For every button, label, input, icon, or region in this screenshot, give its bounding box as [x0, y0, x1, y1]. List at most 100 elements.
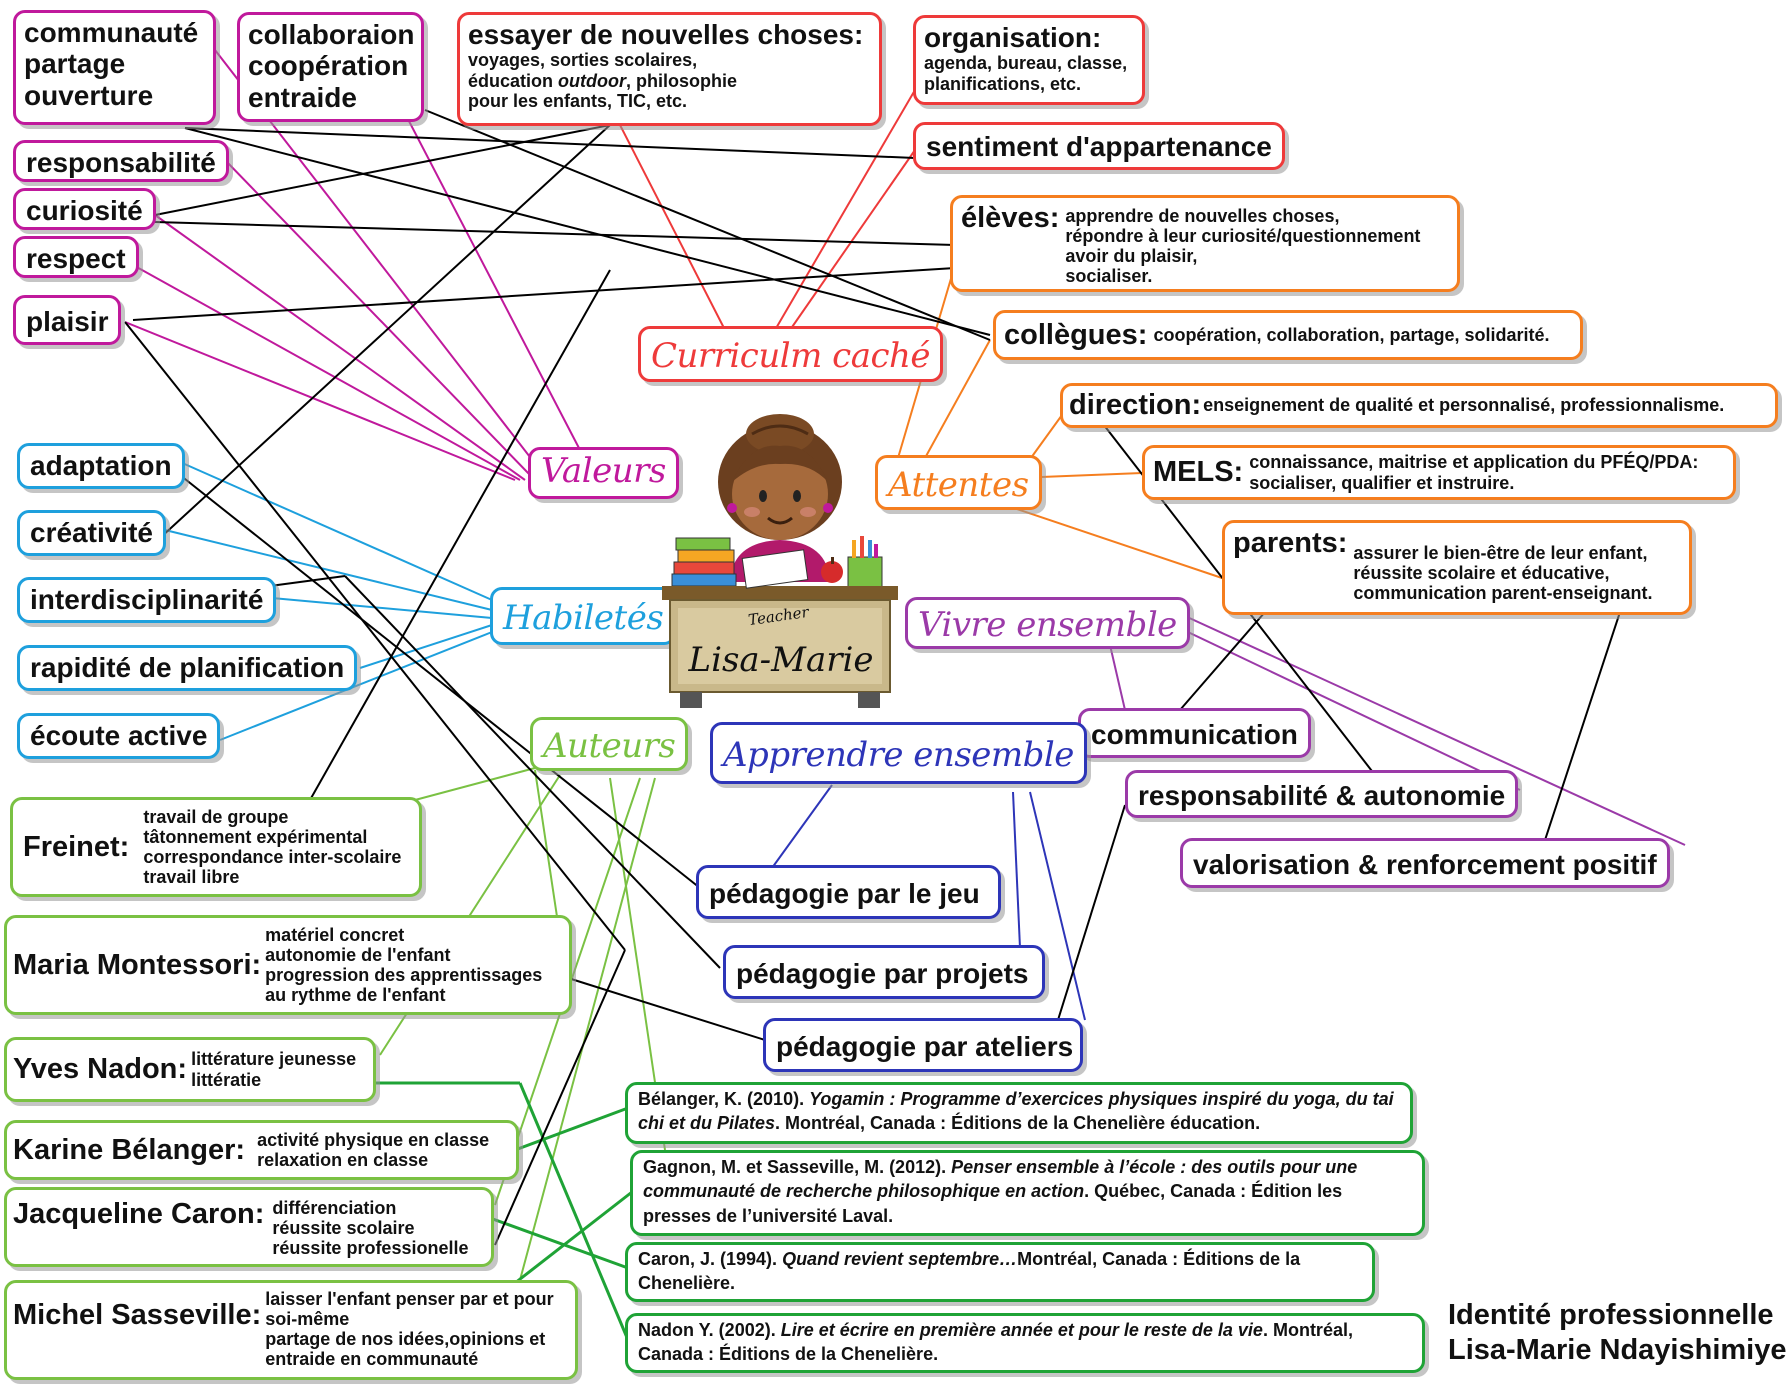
- caron-line: réussite scolaire: [272, 1218, 415, 1239]
- valeur-respect: respect: [13, 236, 139, 278]
- freinet-line: tâtonnement expérimental: [143, 826, 368, 847]
- auteurs-category: Auteurs: [530, 717, 689, 771]
- parents-label: parents:: [1233, 527, 1348, 559]
- curriculum-category: Curriculm caché: [638, 326, 944, 382]
- freinet-label: Freinet:: [23, 830, 130, 863]
- parents-line: communication parent-enseignant.: [1353, 583, 1653, 604]
- belanger-line: relaxation en classe: [257, 1150, 429, 1170]
- essayer-line2: éducation outdoor, philosophie: [468, 70, 737, 91]
- freinet-line: correspondance inter-scolaire: [143, 847, 402, 867]
- caron-label: Jacqueline Caron:: [13, 1198, 265, 1230]
- valeur-collaboration-box: collaboraion coopération entraide: [237, 12, 424, 122]
- vivre-responsabilite: responsabilité & autonomie: [1125, 770, 1519, 818]
- habiletes-connectors: [164, 461, 493, 741]
- nadon-box: Yves Nadon: littérature jeunesse littéra…: [4, 1037, 376, 1102]
- mels-label: MELS:: [1153, 456, 1244, 489]
- essayer-title: essayer de nouvelles choses:: [468, 19, 864, 50]
- sasseville-line: soi-même: [265, 1309, 350, 1330]
- valeur-entraide: entraide: [248, 81, 357, 113]
- freinet-line: travail de groupe: [143, 806, 289, 827]
- habilete-ecoute: écoute active: [17, 713, 221, 759]
- montessori-line: matériel concret: [265, 924, 405, 945]
- reference-belanger: Bélanger, K. (2010). Yogamin : Programme…: [625, 1082, 1413, 1144]
- direction-box: direction: enseignement de qualité et pe…: [1060, 383, 1778, 428]
- valeur-curiosite: curiosité: [13, 188, 156, 230]
- apprendre-connectors: [771, 784, 1086, 1021]
- belanger-line: activité physique en classe: [257, 1129, 490, 1150]
- eleves-line: socialiser.: [1065, 266, 1153, 287]
- reference-caron: Caron, J. (1994). Quand revient septembr…: [625, 1242, 1375, 1302]
- parents-line: assurer le bien-être de leur enfant,: [1353, 543, 1648, 563]
- apprendre-category: Apprendre ensemble: [710, 722, 1087, 784]
- caron-line: différenciation: [272, 1198, 397, 1218]
- montessori-label: Maria Montessori:: [13, 948, 262, 981]
- habilete-rapidite: rapidité de planification: [17, 645, 358, 691]
- attentes-category: Attentes: [875, 455, 1042, 510]
- reference-gagnon-sasseville: Gagnon, M. et Sasseville, M. (2012). Pen…: [630, 1150, 1425, 1236]
- vivre-valorisation: valorisation & renforcement positif: [1180, 838, 1670, 888]
- organisation-box: organisation: agenda, bureau, classe, pl…: [913, 15, 1145, 105]
- valeur-communaute-box: communauté partage ouverture: [13, 10, 216, 125]
- eleves-line: répondre à leur curiosité/questionnement: [1065, 226, 1421, 247]
- caron-line: réussite professionelle: [272, 1238, 469, 1259]
- montessori-line: au rythme de l'enfant: [265, 985, 446, 1006]
- direction-text: enseignement de qualité et personnalisé,…: [1203, 395, 1725, 416]
- sasseville-label: Michel Sasseville:: [13, 1299, 262, 1331]
- curriculum-connectors: [619, 89, 916, 331]
- habiletes-category: Habiletés: [490, 587, 677, 645]
- teacher-name: Lisa-Marie: [688, 640, 874, 680]
- mels-box: MELS: connaissance, maitrise et applicat…: [1142, 445, 1736, 500]
- sentiment-appartenance: sentiment d'appartenance: [913, 122, 1285, 170]
- valeur-partage: partage: [24, 48, 126, 80]
- pedagogie-jeu: pédagogie par le jeu: [696, 865, 1001, 919]
- vivre-category: Vivre ensemble: [905, 597, 1190, 649]
- pedagogie-projets: pédagogie par projets: [723, 945, 1045, 999]
- montessori-box: Maria Montessori: matériel concret auton…: [4, 915, 572, 1015]
- habilete-interdisciplinarite: interdisciplinarité: [17, 577, 277, 623]
- valeur-communaute: communauté: [24, 17, 199, 48]
- nadon-label: Yves Nadon:: [13, 1053, 188, 1086]
- sasseville-box: Michel Sasseville: laisser l'enfant pens…: [4, 1280, 578, 1380]
- organisation-line1: agenda, bureau, classe,: [924, 53, 1128, 74]
- caron-box: Jacqueline Caron: différenciation réussi…: [4, 1187, 494, 1267]
- eleves-label: élèves:: [961, 202, 1060, 234]
- valeurs-category: Valeurs: [528, 447, 679, 499]
- footer-line1: Identité professionnelle: [1448, 1299, 1774, 1331]
- belanger-label: Karine Bélanger:: [13, 1133, 246, 1166]
- essayer-line1: voyages, sorties scolaires,: [468, 50, 698, 71]
- essayer-box: essayer de nouvelles choses: voyages, so…: [457, 12, 882, 126]
- habilete-adaptation: adaptation: [17, 443, 185, 489]
- valeur-cooperation: coopération: [248, 50, 409, 82]
- parents-line: réussite scolaire et éducative,: [1353, 563, 1610, 584]
- valeur-plaisir: plaisir: [13, 295, 122, 345]
- eleves-line: avoir du plaisir,: [1065, 246, 1198, 267]
- montessori-line: autonomie de l'enfant: [265, 944, 451, 965]
- footer-title: Identité professionnelle Lisa-Marie Nday…: [1448, 1298, 1786, 1369]
- reference-nadon: Nadon Y. (2002). Lire et écrire en premi…: [625, 1313, 1425, 1373]
- references-connectors: [372, 1081, 633, 1341]
- parents-box: parents: assurer le bien-être de leur en…: [1222, 520, 1692, 615]
- eleves-line: apprendre de nouvelles choses,: [1065, 206, 1340, 226]
- teacher-illustration: [662, 414, 898, 708]
- mels-line: connaissance, maitrise et application du…: [1249, 452, 1699, 473]
- vivre-communication: communication: [1078, 708, 1311, 758]
- sasseville-line: partage de nos idées,opinions et: [265, 1329, 546, 1350]
- collegues-box: collègues: coopération, collaboration, p…: [993, 310, 1583, 360]
- pedagogie-ateliers: pédagogie par ateliers: [763, 1018, 1083, 1072]
- footer-line2: Lisa-Marie Ndayishimiye: [1448, 1334, 1787, 1367]
- habilete-creativite: créativité: [17, 510, 166, 556]
- eleves-box: élèves: apprendre de nouvelles choses, r…: [950, 195, 1460, 292]
- organisation-title: organisation:: [924, 22, 1102, 53]
- cross-links: [124, 109, 1621, 1246]
- freinet-line: travail libre: [143, 867, 240, 888]
- nadon-line: littérature jeunesse: [191, 1049, 357, 1070]
- nadon-line: littératie: [191, 1069, 262, 1090]
- freinet-box: Freinet: travail de groupe tâtonnement e…: [10, 797, 422, 897]
- direction-label: direction:: [1069, 389, 1202, 422]
- collegues-text: coopération, collaboration, partage, sol…: [1153, 324, 1550, 345]
- valeur-ouverture: ouverture: [24, 79, 154, 111]
- collegues-label: collègues:: [1004, 318, 1148, 351]
- valeur-responsabilite: responsabilité: [13, 140, 229, 182]
- mels-line: socialiser, qualifier et instruire.: [1249, 472, 1515, 493]
